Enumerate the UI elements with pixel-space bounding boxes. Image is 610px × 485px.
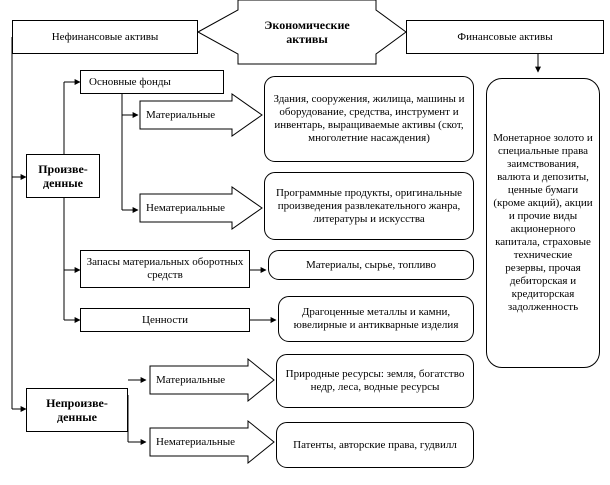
np-material-label: Материальные	[156, 374, 226, 386]
material-desc-box: Здания, сооружения, жилища, машины и обо…	[264, 76, 474, 162]
nonmaterial-label: Нематериальные	[146, 202, 226, 214]
np-material-big-arrow	[149, 357, 275, 403]
nonproduced-box: Непроизве-денные	[26, 388, 128, 432]
np-nonmaterial-big-arrow	[149, 419, 275, 465]
valuables-desc-box: Драгоценные металлы и камни, ювелирные и…	[278, 296, 474, 342]
nonmaterial-desc-box: Программные продукты, оригинальные произ…	[264, 172, 474, 240]
np-nonmaterial-label: Нематериальные	[156, 436, 236, 448]
produced-box: Произве-денные	[26, 154, 100, 198]
np-nonmaterial-desc-box: Патенты, авторские права, гудвилл	[276, 422, 474, 468]
np-material-desc-box: Природные ресурсы: земля, богатство недр…	[276, 354, 474, 408]
economic-assets-title: Экономические активы	[238, 18, 376, 46]
title-line-1: Экономические	[264, 18, 350, 32]
nonmaterial-big-arrow	[139, 186, 263, 230]
material-label: Материальные	[146, 109, 216, 121]
valuables-box: Ценности	[80, 308, 250, 332]
inventories-box: Запасы материальных оборотных средств	[80, 250, 250, 288]
nonfinancial-assets-box: Нефинансовые активы	[12, 20, 198, 54]
title-line-2: активы	[286, 32, 328, 46]
financial-assets-list: Монетарное золото и специальные права за…	[486, 78, 600, 368]
inventories-desc-box: Материалы, сырье, топливо	[268, 250, 474, 280]
material-big-arrow	[139, 93, 263, 137]
fixed-assets-box: Основные фонды	[80, 70, 224, 94]
financial-assets-box: Финансовые активы	[406, 20, 604, 54]
